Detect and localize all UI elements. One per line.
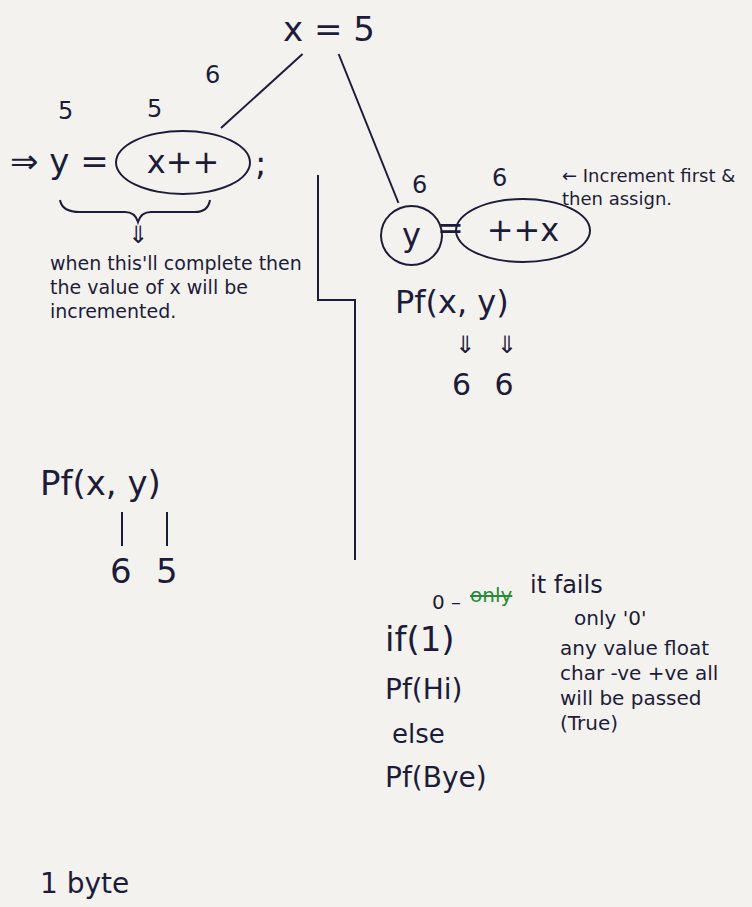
node-text: x++ — [147, 144, 220, 181]
note-text: 5 — [147, 94, 162, 124]
note-text: only '0' — [574, 606, 646, 631]
start-value: x = 5 — [275, 8, 383, 52]
tick-line — [121, 512, 123, 546]
branch-line — [221, 54, 303, 128]
node-text: x = 5 — [283, 10, 375, 49]
note-text: Pf(Bye) — [385, 760, 487, 795]
branch-line — [339, 54, 399, 203]
separator-line — [318, 175, 355, 560]
note-text: ⇒ y = — [10, 140, 109, 183]
note-text: Pf(x, y) — [395, 282, 509, 322]
underbrace — [60, 200, 210, 222]
note-text: if(1) — [385, 618, 455, 661]
node-text: y — [402, 217, 421, 254]
note-text: ; — [255, 142, 266, 185]
tick-line — [166, 512, 168, 546]
note-text: 6 — [110, 550, 132, 593]
expression-circle: x++ — [115, 130, 251, 195]
note-text: 5 — [58, 96, 73, 126]
note-text: 0 – — [432, 590, 461, 615]
note-text: Pf(Hi) — [385, 672, 462, 707]
node-text: ++x — [487, 212, 560, 249]
note-text: 6 — [205, 60, 220, 90]
note-text: 6 — [412, 170, 427, 200]
note-text: ⇓ — [128, 220, 148, 250]
note-text: ⇓ ⇓ — [455, 330, 517, 360]
note-text: 5 — [156, 550, 178, 593]
note-text: ← Increment first & then assign. — [562, 165, 742, 210]
note-text: it fails — [530, 570, 603, 600]
note-text: Pf(x, y) — [40, 462, 161, 505]
note-text: when this'll complete then the value of … — [50, 252, 310, 323]
note-text: any value float char -ve +ve all will be… — [560, 636, 740, 736]
variable-circle: y — [380, 205, 443, 266]
note-text: 1 byte — [40, 866, 129, 901]
note-text: only — [470, 583, 512, 608]
note-text: else — [392, 718, 445, 751]
note-text: 6 — [492, 163, 507, 193]
note-text: = — [437, 208, 464, 248]
note-text: 6 6 — [452, 366, 514, 404]
